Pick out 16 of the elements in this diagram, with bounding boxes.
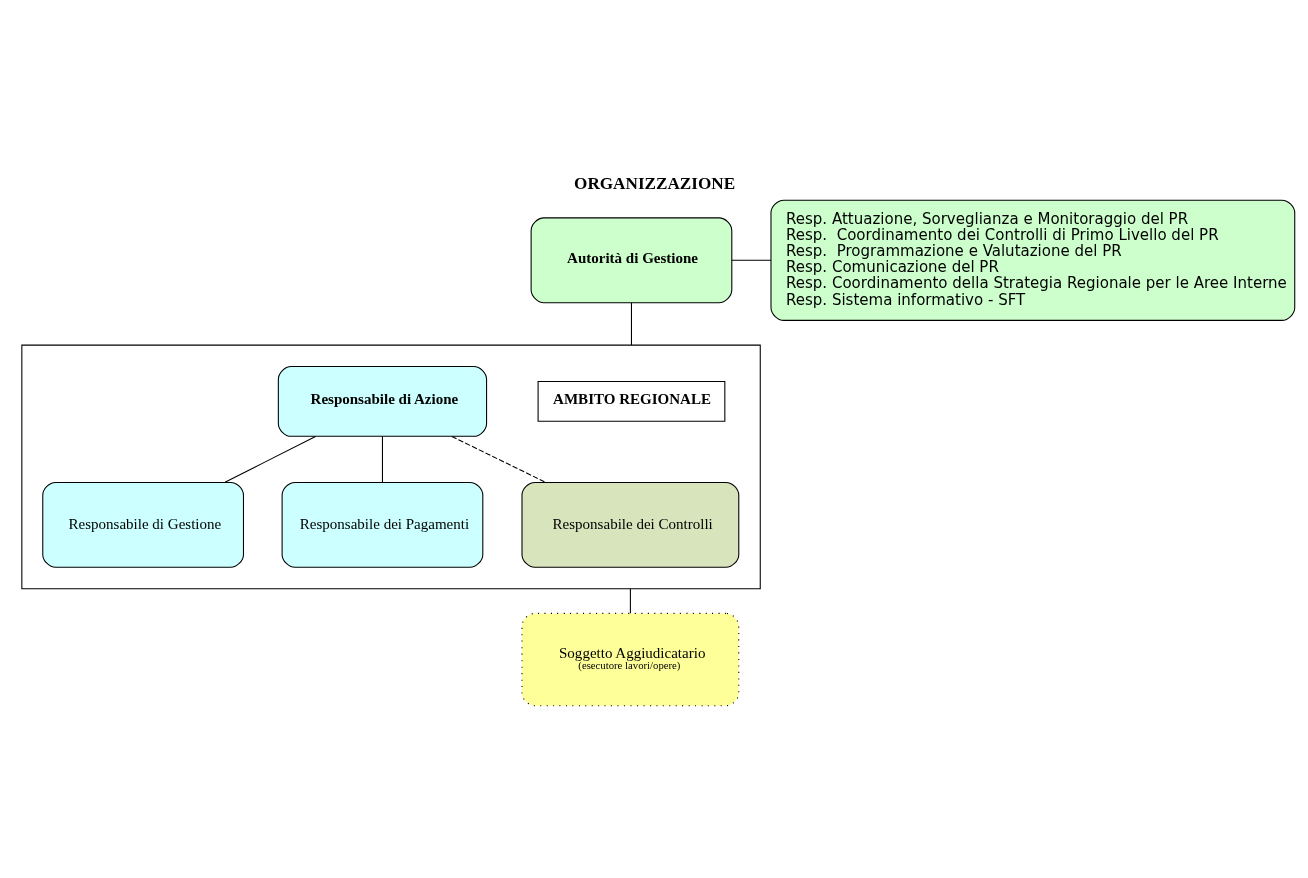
connector — [731, 259, 772, 261]
node-box: Responsabile di Azione — [277, 366, 488, 437]
node-box: Responsabile di Gestione — [42, 481, 244, 568]
connector — [224, 435, 316, 483]
node-box: Responsabile dei Pagamenti — [281, 481, 484, 568]
node-box: Responsabile dei Controlli — [521, 481, 740, 568]
node-box: AMBITO REGIONALE — [537, 381, 726, 422]
connector — [630, 302, 632, 346]
node-box: Autorità di Gestione — [530, 217, 733, 304]
connector — [629, 588, 631, 614]
diagram-title: ORGANIZZAZIONE — [574, 174, 736, 194]
cluster — [21, 344, 761, 590]
connector — [451, 435, 547, 483]
node-box: Soggetto Aggiudicatario (esecutore lavori/opere) — [521, 612, 740, 707]
connector — [381, 436, 383, 483]
node-box: Resp. Attuazione, Sorveglianza e Monitoraggio del PR Resp. Coordinamento dei Controlli di Primo Livello del PR Resp. Programmazione e Valutazione del PR Resp. Comunicazione del PR Resp. Coordinamento della Strategia Regionale per le Aree Interne Resp. Sistema informativo - SFT — [770, 199, 1296, 321]
